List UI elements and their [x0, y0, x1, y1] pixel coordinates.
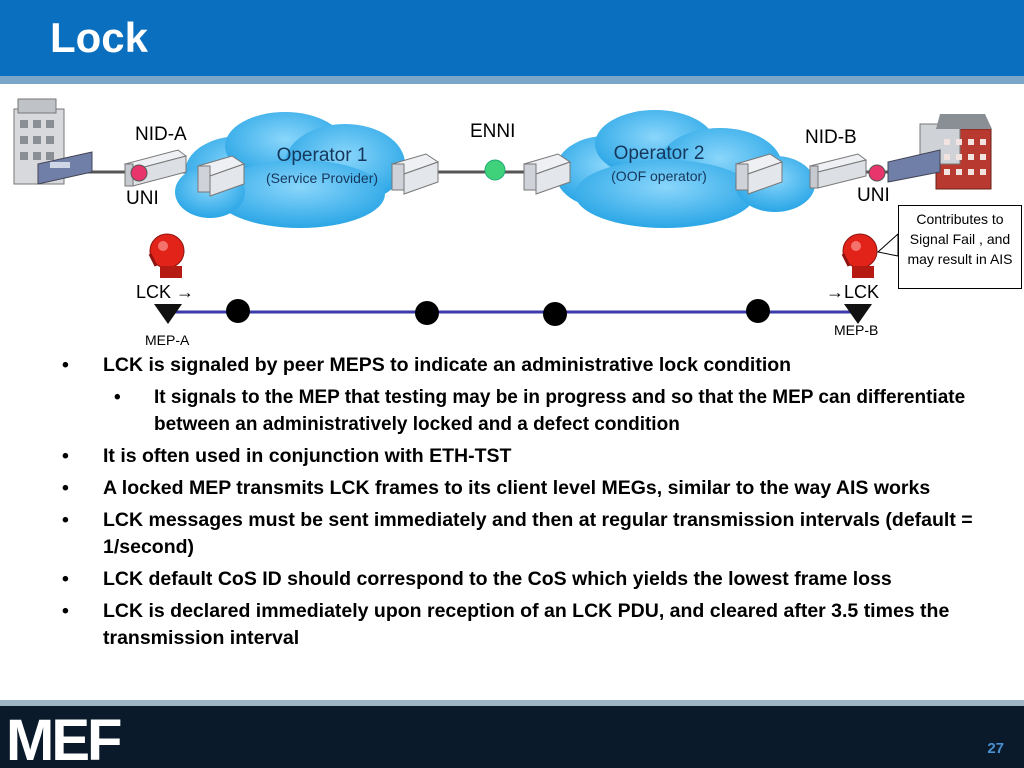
bullet-dot-icon: • — [62, 445, 69, 467]
customer-building-left-icon — [13, 98, 93, 185]
operator2-cloud — [555, 110, 815, 228]
mip-3-icon — [543, 302, 567, 326]
bullet-dot-icon: • — [114, 387, 121, 408]
enni-label: ENNI — [470, 121, 515, 142]
bullet-list: • LCK is signaled by peer MEPS to indicat… — [62, 352, 992, 657]
bullet-item: • It is often used in conjunction with ET… — [62, 443, 992, 470]
enni-point-icon — [484, 159, 506, 181]
network-diagram: NID-A NID-B UNI UNI ENNI Operator 1 (Ser… — [13, 98, 992, 348]
mef-logo-text: MEF — [6, 710, 121, 768]
mep-b-label: MEP-B — [834, 322, 878, 338]
bullet-text: It is often used in conjunction with ETH… — [103, 445, 512, 467]
bullet-text: LCK messages must be sent immediately an… — [103, 509, 973, 558]
slide-footer: MEF 27 — [0, 706, 1024, 768]
switch-op2-left-icon — [522, 153, 572, 195]
uni-left-label: UNI — [126, 188, 159, 209]
bullet-item: • LCK messages must be sent immediately a… — [62, 507, 992, 561]
bullet-dot-icon: • — [62, 568, 69, 590]
switch-op1-right-icon — [390, 153, 440, 195]
slide-title: Lock — [50, 14, 149, 61]
nid-b-device-icon — [808, 153, 868, 189]
slide-header: Lock — [0, 0, 1024, 76]
bullet-text: A locked MEP transmits LCK frames to its… — [103, 477, 931, 499]
alarm-bell-right-icon — [841, 233, 878, 278]
operator2-name: Operator 2 — [614, 143, 705, 164]
bullet-text: LCK is signaled by peer MEPS to indicate… — [103, 354, 792, 376]
uni-right-label: UNI — [857, 185, 890, 206]
bullet-item: • LCK is declared immediately upon recept… — [62, 598, 992, 652]
signal-fail-callout: Contributes to Signal Fail , and may res… — [898, 205, 1022, 289]
switch-op2-right-icon — [734, 153, 784, 195]
alarm-bell-left-icon — [148, 233, 185, 278]
bullet-text: It signals to the MEP that testing may b… — [154, 387, 966, 435]
mip-2-icon — [415, 301, 439, 325]
lck-left-label: LCK → — [136, 282, 194, 302]
bullet-item: • LCK is signaled by peer MEPS to indicat… — [62, 352, 992, 379]
page-number: 27 — [987, 740, 1004, 757]
footer-stripe — [0, 700, 1024, 706]
switch-op1-left-icon — [196, 155, 246, 197]
mip-4-icon — [746, 299, 770, 323]
nid-a-label: NID-A — [135, 124, 187, 145]
operator1-name: Operator 1 — [277, 145, 368, 166]
mep-a-triangle-icon — [154, 304, 182, 324]
operator1-role: (Service Provider) — [266, 170, 378, 186]
mep-b-triangle-icon — [844, 304, 872, 324]
mef-logo: MEF — [6, 710, 124, 768]
nid-b-label: NID-B — [805, 127, 857, 148]
mep-a-label: MEP-A — [145, 332, 190, 348]
lck-right-label: →LCK — [826, 282, 879, 302]
uni-left-point-icon — [130, 164, 148, 182]
sub-bullet-item: • It signals to the MEP that testing may … — [62, 384, 992, 438]
bullet-text: LCK is declared immediately upon recepti… — [103, 600, 950, 649]
bullet-item: • A locked MEP transmits LCK frames to it… — [62, 475, 992, 502]
bullet-dot-icon: • — [62, 354, 69, 376]
bullet-dot-icon: • — [62, 509, 69, 531]
bullet-dot-icon: • — [62, 477, 69, 499]
bullet-text: LCK default CoS ID should correspond to … — [103, 568, 892, 590]
bullet-item: • LCK default CoS ID should correspond to… — [62, 566, 992, 593]
uni-right-point-icon — [868, 164, 886, 182]
operator2-role: (OOF operator) — [611, 168, 707, 184]
callout-pointer — [876, 232, 899, 257]
header-stripe — [0, 76, 1024, 84]
customer-building-right-icon — [887, 114, 992, 190]
bullet-dot-icon: • — [62, 600, 69, 622]
mip-1-icon — [226, 299, 250, 323]
